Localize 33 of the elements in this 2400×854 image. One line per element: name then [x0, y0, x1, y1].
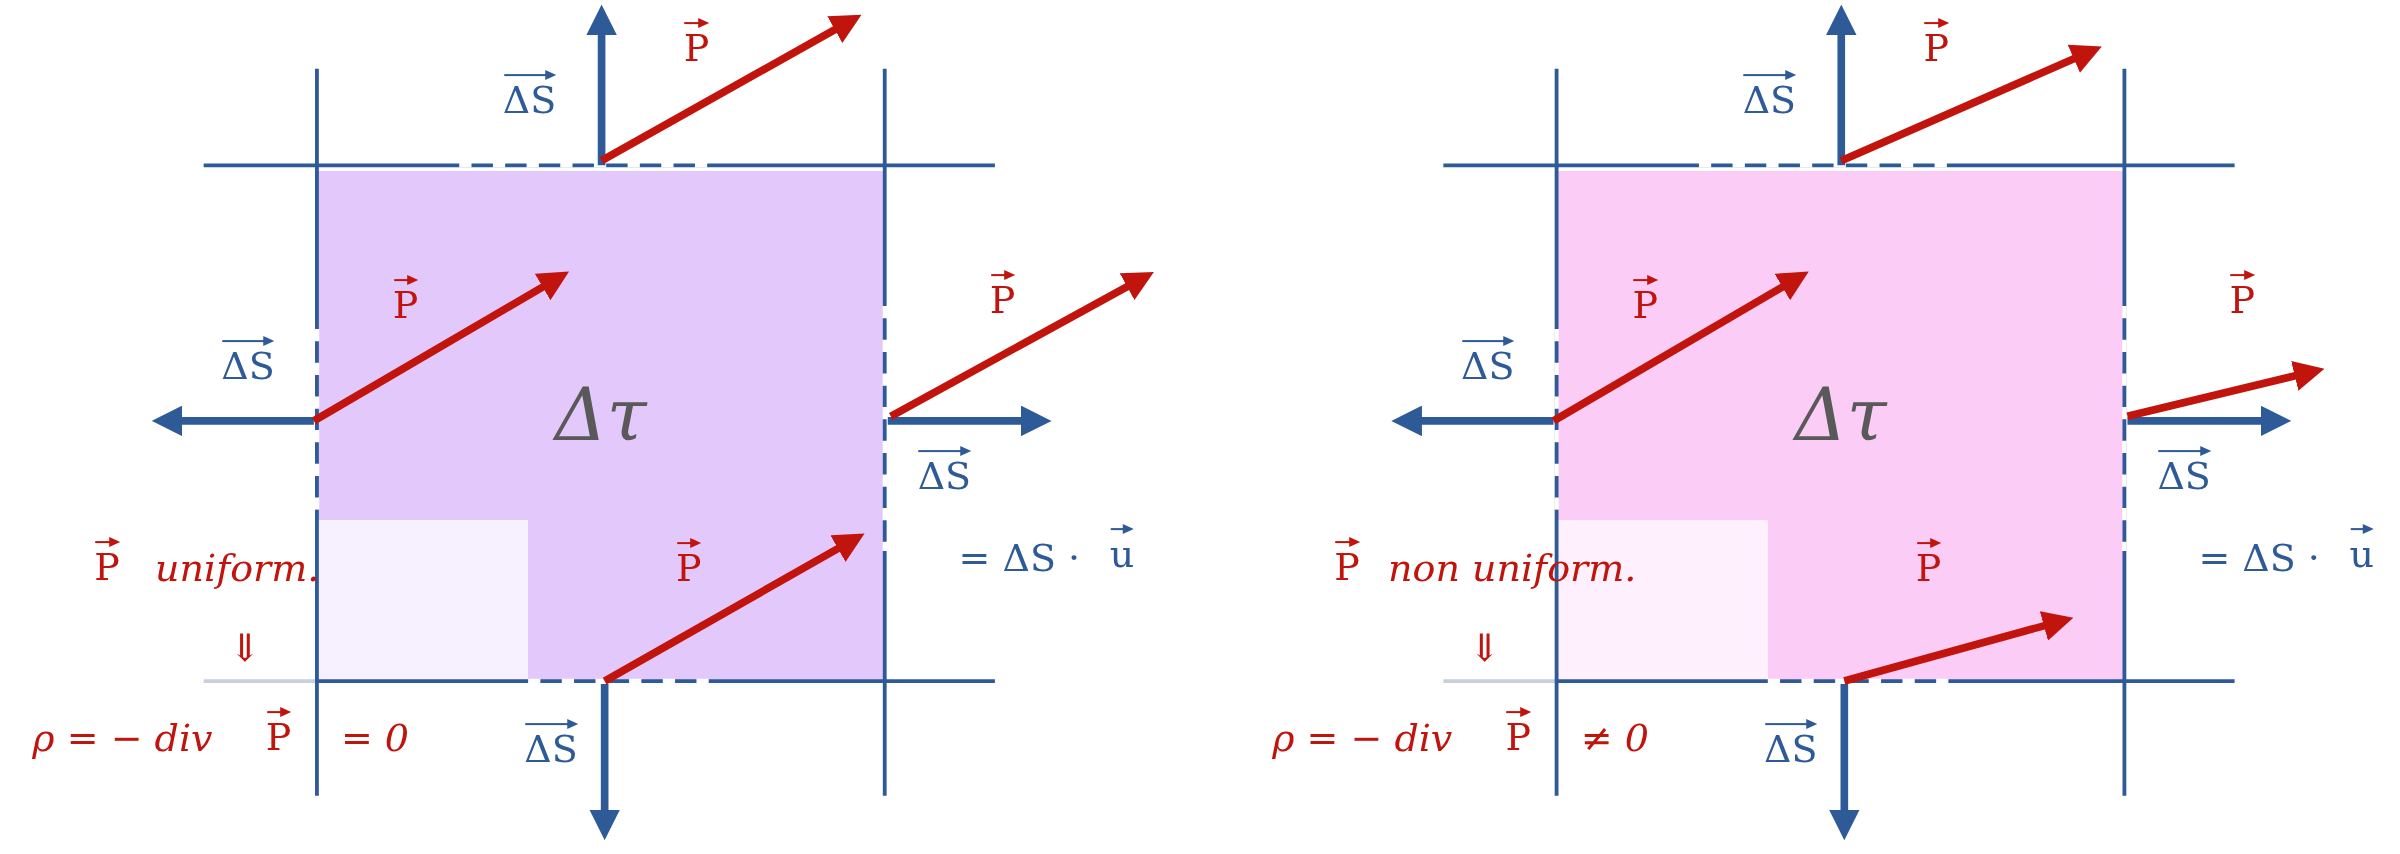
vector-label: P — [1923, 15, 1949, 70]
formula-text: = ΔS · — [2198, 537, 2320, 580]
vector-label: P — [1505, 704, 1532, 759]
vector-label: P — [1334, 534, 1360, 589]
vector-label: ΔS — [221, 334, 275, 389]
vector-label: P — [392, 273, 419, 327]
vector-label: ΔS — [2157, 444, 2211, 499]
vector-label: P — [1632, 273, 1659, 327]
vector-label: u — [2349, 522, 2374, 577]
formula-text: ρ = − div — [1272, 718, 1453, 761]
volume-square — [316, 171, 885, 682]
vector-label: ΔS — [917, 444, 972, 499]
vector-label: P — [683, 15, 710, 70]
implies-symbol: ⇓ — [228, 628, 261, 670]
formula-text: = 0 — [340, 718, 410, 761]
vector-label: ΔS — [1742, 68, 1797, 122]
vector-label: P — [265, 704, 292, 759]
formula-text: ρ = − div — [32, 718, 213, 761]
volume-symbol: Δτ — [554, 376, 647, 456]
vector-label: P — [676, 536, 702, 591]
vector-label: P — [989, 268, 1016, 323]
vector-label: P — [1915, 536, 1942, 591]
vector-label: ΔS — [502, 68, 557, 122]
vector-label: P — [2229, 268, 2256, 323]
vector-label: ΔS — [1461, 334, 1515, 389]
vector-label: u — [1109, 522, 1135, 577]
volume-symbol: Δτ — [1794, 376, 1887, 456]
formula-text: ≠ 0 — [1580, 718, 1649, 761]
implies-symbol: ⇓ — [1468, 628, 1501, 670]
vector-label: P — [94, 534, 120, 589]
vector-label: ΔS — [524, 717, 578, 771]
formula-text: = ΔS · — [958, 537, 1081, 580]
vector-label: ΔS — [1764, 717, 1818, 771]
